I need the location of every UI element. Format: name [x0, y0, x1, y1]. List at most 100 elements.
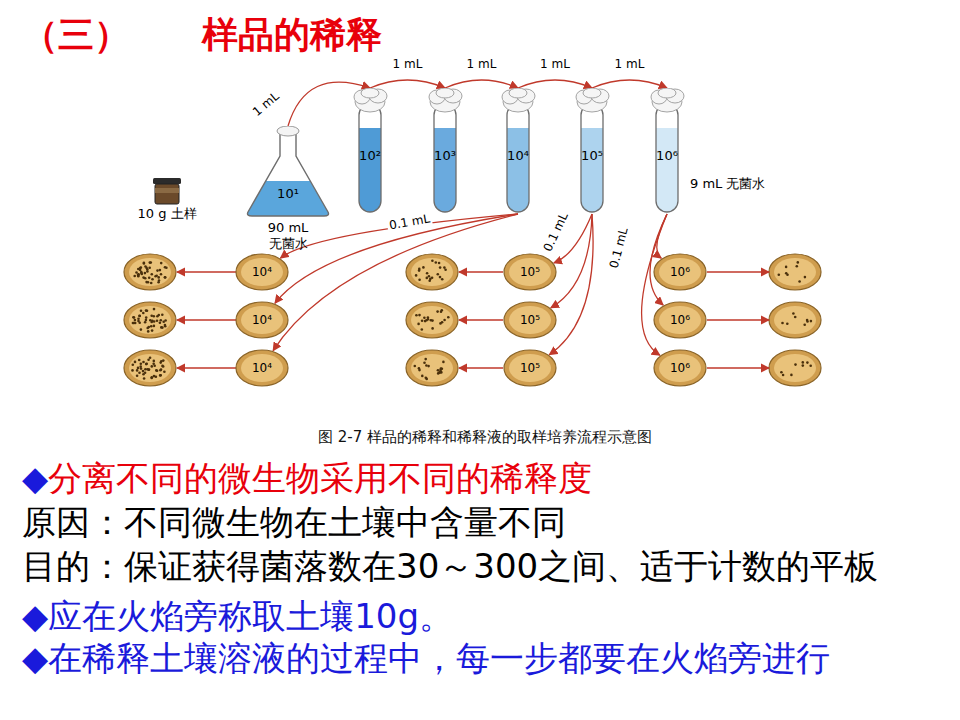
- plate-medium: [241, 354, 283, 382]
- transfer-arrow: [518, 80, 592, 88]
- colony-dot: [140, 310, 143, 313]
- transfer-arrow: [459, 319, 503, 320]
- colony-dot: [132, 322, 135, 325]
- culture-plate: 10⁴: [235, 253, 289, 291]
- tube-liquid: [581, 128, 603, 212]
- colony-dot: [437, 273, 440, 276]
- culture-plate: 10⁶: [653, 301, 707, 339]
- colony-dot: [159, 269, 162, 272]
- plate-rim: [654, 350, 706, 386]
- transfer-arrow: [177, 271, 237, 272]
- transfer-arrow: [592, 80, 667, 88]
- colony-dot: [160, 262, 163, 265]
- colony-dot: [146, 310, 149, 313]
- colony-dot: [147, 330, 150, 333]
- colony-dot: [140, 272, 143, 275]
- colony-dot: [142, 370, 145, 373]
- colony-dot: [425, 319, 428, 322]
- bullet-text: 目的：保证获得菌落数在30～300之间、适于计数的平板: [22, 546, 878, 586]
- colony-dot: [148, 267, 151, 270]
- plate-rim: [236, 350, 288, 386]
- colony-dot: [142, 312, 145, 315]
- colony-dot: [150, 261, 153, 264]
- colony-dot: [786, 273, 789, 276]
- colony-dot: [790, 374, 793, 377]
- colony-dot: [147, 281, 150, 284]
- colony-dot: [144, 371, 147, 374]
- colony-dot: [156, 319, 159, 322]
- plate-medium: [659, 258, 701, 286]
- colony-dot: [164, 266, 167, 269]
- colony-dot: [150, 315, 153, 318]
- slide-title: （三） 样品的稀释: [22, 12, 382, 56]
- colony-dot: [423, 362, 426, 365]
- colony-dot: [431, 327, 434, 330]
- colony-dot: [794, 363, 797, 366]
- colony-dot: [164, 276, 167, 279]
- colony-dot: [160, 368, 163, 371]
- colony-dot: [137, 273, 140, 276]
- dilution-tube: 10²: [351, 88, 389, 214]
- bullet-text: ◆分离不同的微生物采用不同的稀释度: [22, 458, 592, 498]
- culture-plate: 10⁵: [503, 253, 557, 291]
- colony-dot: [149, 261, 152, 264]
- plate-medium: [241, 258, 283, 286]
- culture-plate: 10⁴: [235, 349, 289, 387]
- colony-dot: [137, 274, 140, 277]
- plate-dilution: 10⁶: [670, 264, 690, 280]
- colony-dot: [421, 375, 424, 378]
- colony-dot: [157, 276, 160, 279]
- colony-dot: [155, 369, 158, 372]
- colony-plate-rim: [769, 254, 821, 290]
- colony-dot: [164, 276, 167, 279]
- dilution-factor: 10³: [426, 148, 464, 164]
- colony-dot: [153, 320, 156, 323]
- colony-dot: [161, 365, 164, 368]
- colony-dot: [159, 374, 162, 377]
- colony-dot: [154, 275, 157, 278]
- colony-dot: [137, 317, 140, 320]
- colony-dot: [415, 314, 418, 317]
- transfer-arrow: [370, 80, 445, 88]
- colony-plate-rim: [406, 350, 458, 386]
- colony-dot: [439, 266, 442, 269]
- dilution-factor: 10⁴: [499, 148, 537, 164]
- colony-dot: [144, 321, 147, 324]
- colony-dot: [160, 273, 163, 276]
- colony-dot: [134, 322, 137, 325]
- cotton-plug: [277, 126, 299, 136]
- colony-plate-rim: [406, 302, 458, 338]
- colony-dot: [144, 277, 147, 280]
- colony-dot: [133, 275, 136, 278]
- colony-dot: [137, 367, 140, 370]
- volume-label: 1 mL: [249, 88, 284, 120]
- colony-dot: [142, 361, 145, 364]
- colony-dot: [150, 377, 153, 380]
- soil-sample: 10 g 土样: [124, 176, 210, 222]
- colony-dot: [424, 358, 427, 361]
- tube-liquid-top: [507, 128, 529, 138]
- volume-label: 0.1 mL: [387, 211, 434, 233]
- colony-dot: [141, 273, 144, 276]
- colony-dot: [418, 279, 421, 282]
- jar-lid: [153, 178, 181, 184]
- tube-liquid-top: [656, 128, 678, 138]
- colony-dot: [156, 370, 159, 373]
- plate-rim: [236, 302, 288, 338]
- colony-plate-medium: [411, 306, 453, 334]
- plate-dilution: 10⁶: [670, 360, 690, 376]
- plate-medium: [509, 306, 551, 334]
- colony-dot: [422, 266, 425, 269]
- colony-dot: [139, 365, 142, 368]
- tube-liquid-top: [581, 128, 603, 138]
- volume-label: 1 mL: [538, 57, 572, 71]
- colony-dot: [138, 315, 141, 318]
- colony-dot: [151, 329, 154, 332]
- transfer-arrow: [707, 271, 769, 272]
- plate-dilution: 10⁴: [252, 312, 272, 328]
- transfer-arrow: [707, 319, 769, 320]
- dilution-tube: 10³: [426, 88, 464, 214]
- colony-dot: [150, 282, 153, 285]
- volume-label: 1 mL: [465, 57, 499, 71]
- transfer-arrow: [707, 367, 769, 368]
